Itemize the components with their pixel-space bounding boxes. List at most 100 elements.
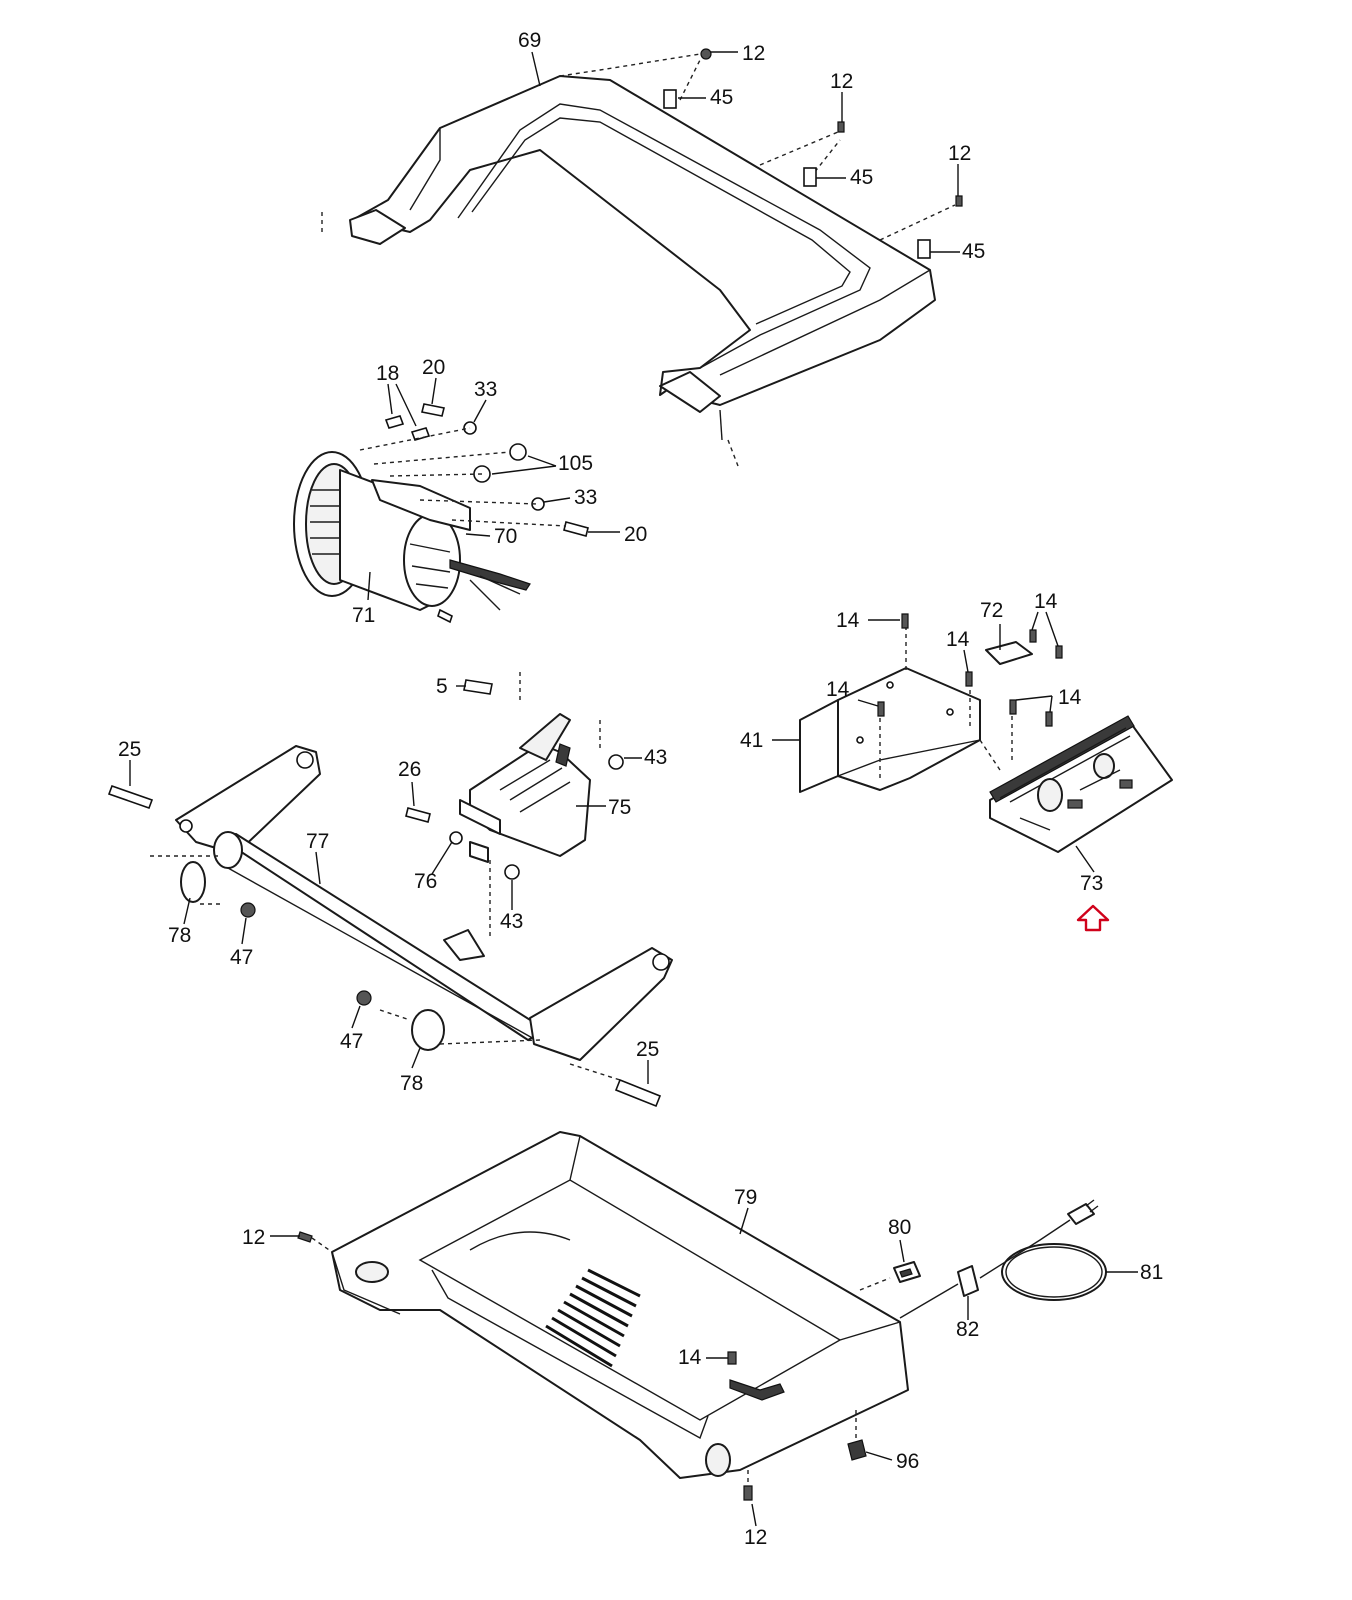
callout-47: 47 [340, 1030, 363, 1053]
screw-12-b [837, 121, 845, 133]
callout-77: 77 [306, 830, 329, 853]
bolt-26 [405, 807, 431, 823]
callout-81: 81 [1140, 1261, 1163, 1284]
wire-harness [729, 1379, 785, 1401]
motor-fasteners [359, 403, 589, 537]
callout-14: 14 [1058, 686, 1082, 709]
screw-14-g [1045, 711, 1053, 727]
bracket-72 [985, 641, 1033, 665]
callout-45: 45 [850, 166, 873, 189]
callout-18: 18 [376, 362, 399, 385]
callout-105: 105 [558, 452, 593, 475]
cord-connector-82 [899, 1265, 979, 1319]
callout-25: 25 [118, 738, 141, 761]
nut-76 [449, 831, 463, 845]
callout-12: 12 [742, 42, 765, 65]
callout-26: 26 [398, 758, 421, 781]
callout-12: 12 [830, 70, 853, 93]
bolt-20-b [563, 521, 589, 537]
screw-12-e [743, 1485, 753, 1501]
callout-73: 73 [1080, 872, 1103, 895]
nut-43-b [504, 864, 520, 880]
screw-14-h [727, 1351, 737, 1365]
callout-12: 12 [948, 142, 971, 165]
callout-33: 33 [574, 486, 597, 509]
callout-82: 82 [956, 1318, 979, 1341]
nut-43-a [608, 754, 624, 770]
leader-lines [129, 51, 1138, 1527]
callout-14: 14 [946, 628, 970, 651]
screw-12-d [297, 1231, 313, 1243]
screw-14-a [901, 613, 909, 629]
motor-hood-69 [349, 75, 936, 441]
callout-45: 45 [710, 86, 733, 109]
callout-72: 72 [980, 599, 1003, 622]
bolt-5 [463, 679, 493, 695]
drive-motor-71 [293, 451, 531, 624]
screw-12-a [700, 48, 712, 60]
callout-79: 79 [734, 1186, 757, 1209]
frame-fasteners [107, 784, 662, 1108]
highlight-up-arrow-icon [1076, 904, 1110, 932]
base-tray-79 [331, 1131, 909, 1479]
clip-45-b [803, 167, 817, 187]
lift-frame-77 [175, 745, 673, 1061]
callout-71: 71 [352, 604, 375, 627]
bolt-25-b [614, 1078, 662, 1108]
bolt-18-b [410, 427, 431, 441]
nut-105-b [473, 465, 491, 483]
screw-14-c [877, 701, 885, 717]
screw-14-f [1009, 699, 1017, 715]
connector-96 [847, 1439, 867, 1461]
callout-80: 80 [888, 1216, 911, 1239]
callout-14: 14 [1034, 590, 1058, 613]
callout-78: 78 [400, 1072, 423, 1095]
callout-20: 20 [624, 523, 647, 546]
callout-14: 14 [678, 1346, 702, 1369]
nut-105-a [509, 443, 527, 461]
callout-96: 96 [896, 1450, 919, 1473]
callout-20: 20 [422, 356, 445, 379]
controller-board-73 [989, 715, 1173, 873]
incline-motor-75 [459, 672, 601, 940]
callout-47: 47 [230, 946, 253, 969]
screw-14-e [1055, 645, 1063, 659]
incline-fasteners [405, 679, 624, 880]
callout-43: 43 [500, 910, 523, 933]
bolt-20-a [421, 403, 445, 417]
screw-12-c [955, 195, 963, 207]
wheel-78-b [411, 1009, 445, 1051]
callout-33: 33 [474, 378, 497, 401]
callout-76: 76 [414, 870, 437, 893]
vent-slots [545, 1268, 641, 1368]
callout-12: 12 [744, 1526, 767, 1549]
controller-bracket-41 [799, 620, 981, 793]
clip-45-c [917, 239, 931, 259]
callout-43: 43 [644, 746, 667, 769]
callout-14: 14 [836, 609, 860, 632]
switch-80 [893, 1261, 921, 1283]
nut-47-a [240, 902, 256, 918]
callout-14: 14 [826, 678, 850, 701]
callout-78: 78 [168, 924, 191, 947]
wheel-78-a [180, 861, 206, 903]
base-fasteners [297, 1231, 891, 1501]
callout-5: 5 [436, 675, 448, 698]
callout-12: 12 [242, 1226, 265, 1249]
hood-fasteners [321, 48, 963, 467]
power-cord-81 [979, 1199, 1107, 1301]
bolt-25-a [107, 784, 154, 810]
callout-75: 75 [608, 796, 631, 819]
clip-45-a [663, 89, 677, 109]
screw-14-d [1029, 629, 1037, 643]
callout-70: 70 [494, 525, 517, 548]
bracket-fasteners [877, 613, 1063, 771]
callout-41: 41 [740, 729, 763, 752]
callout-69: 69 [518, 29, 541, 52]
screw-14-b [965, 671, 973, 687]
nut-47-b [356, 990, 372, 1006]
bolt-18-a [384, 415, 405, 429]
callout-45: 45 [962, 240, 985, 263]
callout-25: 25 [636, 1038, 659, 1061]
